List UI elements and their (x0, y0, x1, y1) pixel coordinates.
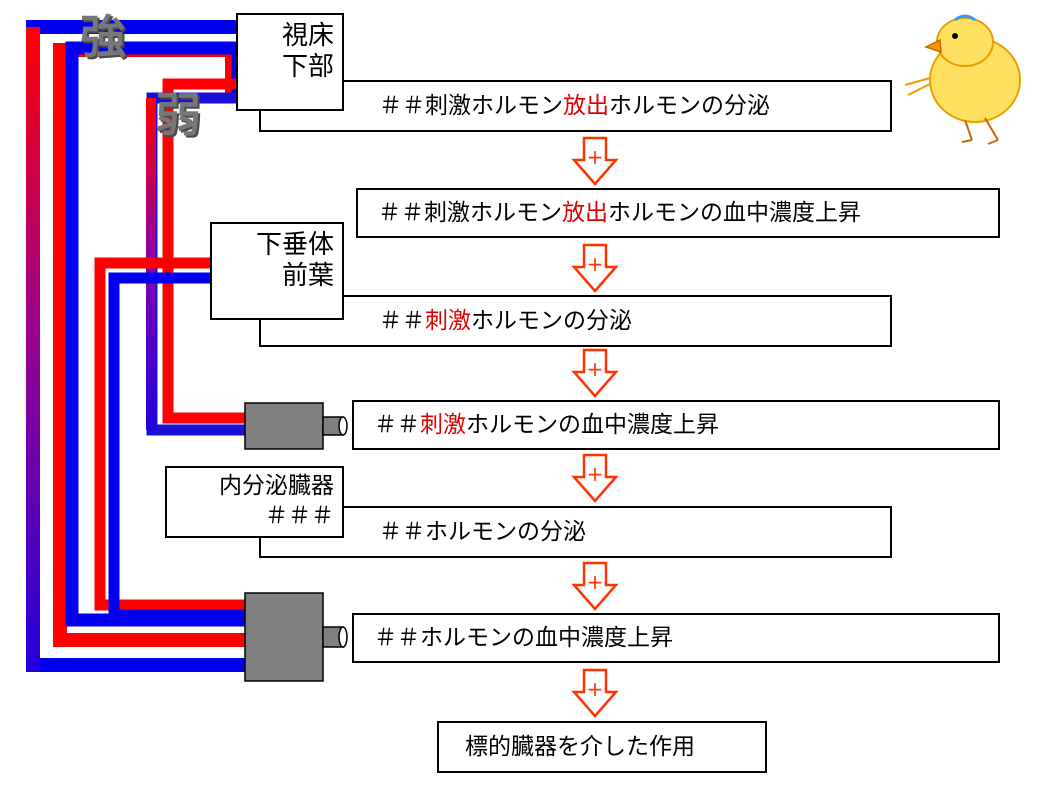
mid-blue-wire (108, 272, 246, 621)
step-target-organ-action: 標的臓器を介した作用 (437, 721, 767, 773)
arrow-6 (571, 668, 619, 718)
arrow-1 (571, 136, 619, 186)
endocrine-organ-label: 内分泌臓器 ＃＃＃ (165, 466, 344, 538)
arrow-plus-sign-6: + (587, 677, 604, 701)
arrow-plus-sign-2: + (587, 252, 604, 276)
step-trh-blood-level: ＃＃刺激ホルモン放出ホルモンの血中濃度上昇 (356, 188, 1000, 238)
arrow-plus-sign-3: + (587, 357, 604, 381)
step-tsh-blood-level: ＃＃刺激ホルモンの血中濃度上昇 (352, 400, 1000, 450)
step-tsh-secretion: ＃＃刺激ホルモンの分泌 (259, 295, 892, 347)
hypothalamus-label: 視床 下部 (236, 13, 344, 111)
arrow-plus-sign-1: + (587, 145, 604, 169)
arrow-4 (571, 453, 619, 503)
short-red-wire (162, 78, 260, 424)
mid-red-wire (94, 257, 246, 611)
outer-gradient-segment (26, 27, 40, 672)
arrow-2 (571, 243, 619, 293)
weak-label: 弱 (155, 88, 201, 142)
strong-label: 強 (80, 10, 126, 64)
chick-icon (904, 14, 1021, 145)
step-trh-secretion: ＃＃刺激ホルモン放出ホルモンの分泌 (259, 80, 892, 132)
tank-stimulating-hormone (244, 402, 324, 450)
step-hormone-secretion: ＃＃ホルモンの分泌 (259, 506, 892, 558)
arrow-plus-sign-5: + (587, 570, 604, 594)
pituitary-label: 下垂体 前葉 (210, 222, 344, 320)
arrow-plus-sign-4: + (587, 462, 604, 486)
tank-hormone (244, 592, 324, 682)
arrow-5 (571, 561, 619, 611)
arrow-3 (571, 348, 619, 398)
step-hormone-blood-level: ＃＃ホルモンの血中濃度上昇 (352, 613, 1000, 663)
